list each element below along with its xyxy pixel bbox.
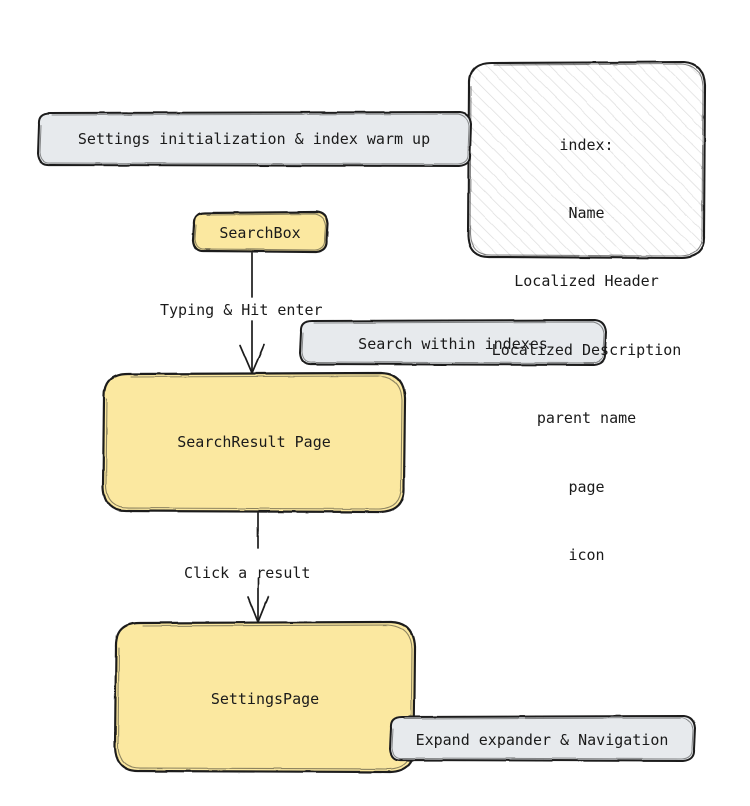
index-field-header: Localized Header	[514, 272, 659, 291]
index-field-description: Localized Description	[491, 340, 682, 359]
index-field-icon: icon	[568, 545, 605, 564]
index-field-name: Name	[568, 203, 605, 222]
index-note-text: index: Name Localized Header Localized D…	[468, 88, 705, 612]
edge-click-arrow	[247, 512, 269, 623]
settingspage-shape[interactable]	[113, 620, 417, 774]
note-expand-shape	[388, 714, 697, 763]
edge-typing-arrow	[239, 252, 265, 374]
searchbox-shape[interactable]	[191, 210, 330, 254]
note-search-shape	[298, 318, 608, 367]
index-field-parent-name: parent name	[536, 409, 637, 428]
searchresult-shape[interactable]	[101, 371, 407, 514]
index-note-heading: index:	[559, 135, 614, 154]
index-note-shape	[466, 60, 707, 260]
index-field-page: page	[568, 477, 605, 496]
note-init-shape	[36, 110, 473, 168]
